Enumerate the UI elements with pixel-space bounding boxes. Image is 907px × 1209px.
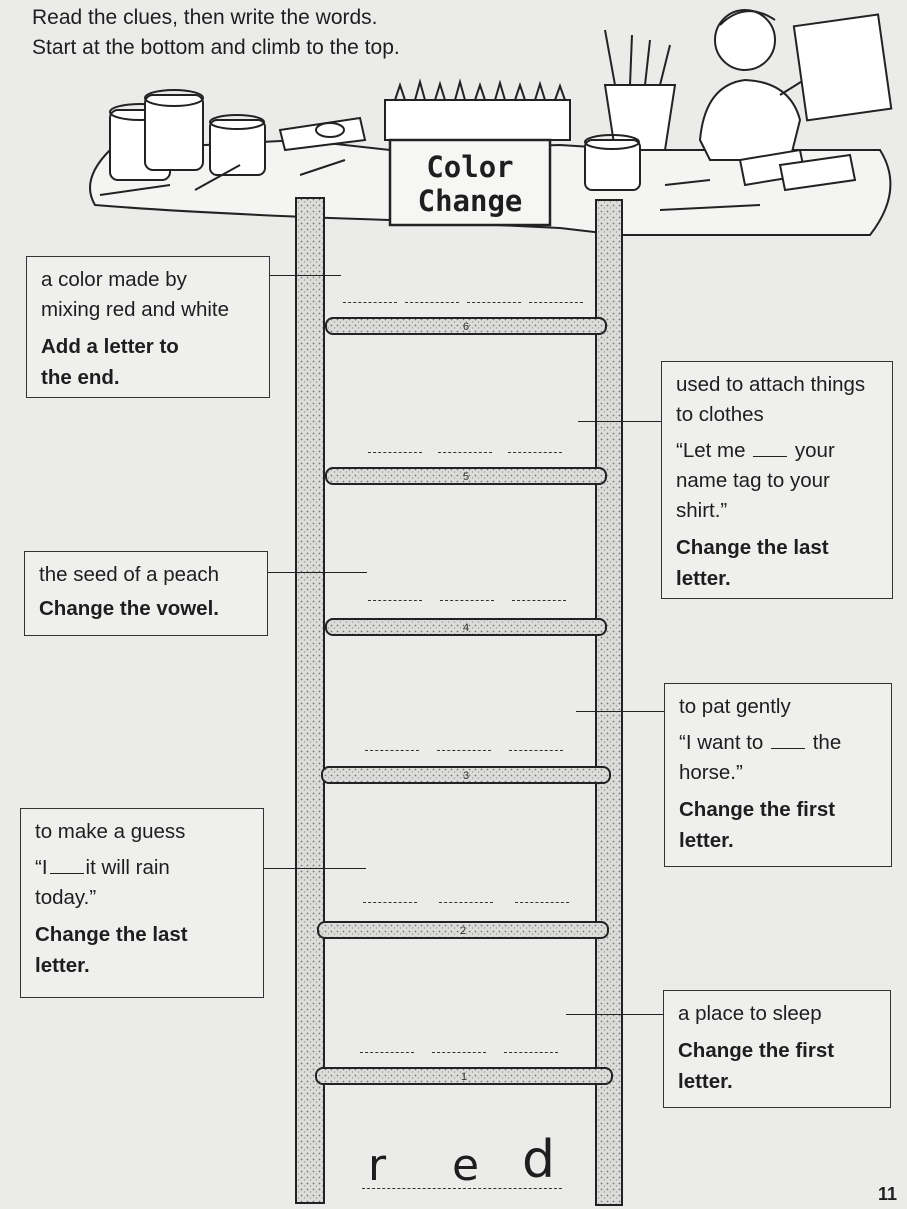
clue-box-3: to pat gently “I want to the horse.” Cha…: [664, 683, 892, 867]
clue-5-text-2: to clothes: [676, 403, 764, 426]
clue-2-rule-1: Change the last: [35, 923, 188, 946]
clue-3-example-a: “I want to: [679, 731, 764, 754]
clue-5-example-a: “Let me: [676, 439, 746, 462]
clue-5-example-b: your: [794, 439, 835, 462]
start-letter-1: r: [368, 1140, 387, 1191]
ladder-rung: [325, 467, 607, 485]
sign-title: Color Change: [390, 150, 550, 218]
sign-title-line-2: Change: [417, 184, 523, 218]
clue-1-text-1: a place to sleep: [678, 1002, 822, 1025]
connector-6: [269, 275, 341, 276]
clue-3-example-c: horse.”: [679, 761, 743, 784]
instruction-line-2: Start at the bottom and climb to the top…: [32, 36, 400, 59]
clue-6-text-1: a color made by: [41, 268, 187, 291]
clue-6-rule-2: the end.: [41, 366, 120, 389]
clue-1-rule-1: Change the first: [678, 1039, 835, 1062]
connector-1: [566, 1014, 664, 1015]
clue-5-example-c: name tag to your: [676, 469, 830, 492]
start-letter-3: d: [522, 1130, 556, 1190]
clue-5-blank: [753, 438, 788, 457]
rung-number-5: 5: [463, 471, 469, 483]
clue-5-example-1: “Let me your: [676, 436, 878, 466]
instruction-line-1: Read the clues, then write the words.: [32, 6, 378, 29]
connector-2: [264, 868, 366, 869]
clue-box-5: used to attach things to clothes “Let me…: [661, 361, 893, 599]
clue-box-1: a place to sleep Change the first letter…: [663, 990, 891, 1108]
sign-title-line-1: Color: [426, 150, 514, 184]
ladder-right-rail: [595, 199, 623, 1206]
clue-5-rule-2: letter.: [676, 567, 731, 590]
clue-2-example-a: “I: [35, 856, 48, 879]
clue-5-rule-1: Change the last: [676, 536, 829, 559]
clue-6-text-2: mixing red and white: [41, 298, 230, 321]
clue-2-example-b: it will rain: [85, 856, 170, 879]
start-word-baseline: [362, 1188, 562, 1189]
clue-2-blank: [49, 855, 84, 874]
ladder-left-rail: [295, 197, 325, 1204]
clue-3-text-1: to pat gently: [679, 695, 791, 718]
clue-5-example-d: shirt.”: [676, 499, 728, 522]
rung-number-2: 2: [460, 925, 466, 937]
ladder-rung: [321, 766, 611, 784]
clue-box-2: to make a guess “I it will rain today.” C…: [20, 808, 264, 998]
clue-5-text-1: used to attach things: [676, 373, 866, 396]
clue-6-rule-1: Add a letter to: [41, 335, 179, 358]
clue-4-text-1: the seed of a peach: [39, 563, 220, 586]
clue-box-6: a color made by mixing red and white Add…: [26, 256, 270, 398]
rung-number-1: 1: [461, 1071, 467, 1083]
rung-number-6: 6: [463, 321, 469, 333]
clue-3-rule-2: letter.: [679, 829, 734, 852]
clue-2-text-1: to make a guess: [35, 820, 186, 843]
clue-3-blank: [771, 730, 806, 749]
clue-2-rule-2: letter.: [35, 954, 90, 977]
connector-5: [578, 421, 662, 422]
clue-4-rule-1: Change the vowel.: [39, 597, 219, 620]
clue-3-example-1: “I want to the: [679, 728, 877, 758]
clue-box-4: the seed of a peach Change the vowel.: [24, 551, 268, 636]
page-number: 11: [877, 1184, 897, 1204]
clue-3-rule-1: Change the first: [679, 798, 836, 821]
connector-4: [267, 572, 367, 573]
ladder-rung: [325, 317, 607, 335]
ladder-rung: [325, 618, 607, 636]
art-supplies-illustration: [89, 9, 893, 236]
clue-1-rule-2: letter.: [678, 1070, 733, 1093]
start-letter-2: e: [452, 1140, 480, 1191]
clue-2-example-1: “I it will rain: [35, 853, 249, 883]
rung-number-3: 3: [463, 770, 469, 782]
rung-number-4: 4: [463, 622, 469, 634]
clue-2-example-c: today.”: [35, 886, 97, 909]
clue-3-example-b: the: [812, 731, 842, 754]
ladder-rung: [315, 1067, 613, 1085]
ladder-rung: [317, 921, 609, 939]
connector-3: [576, 711, 664, 712]
